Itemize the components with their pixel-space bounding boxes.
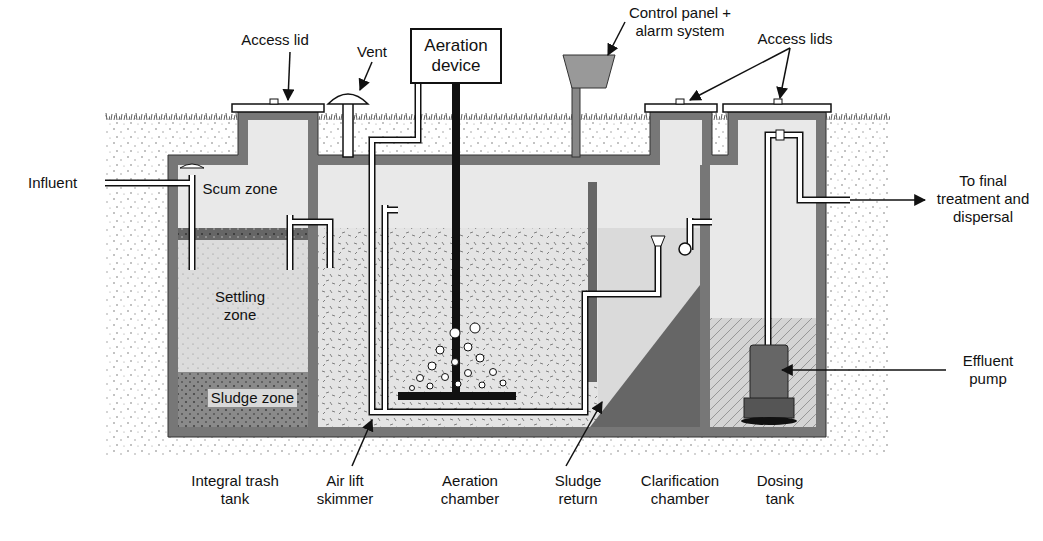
chamber-label: Aeration chamber bbox=[425, 472, 515, 508]
vent-label: Vent bbox=[347, 43, 397, 61]
zone-label: Settling zone bbox=[200, 288, 280, 324]
lids-label: Access lids bbox=[745, 30, 845, 48]
influent-label: Influent bbox=[28, 174, 108, 192]
lid-label: Access lid bbox=[225, 31, 325, 49]
chamber-label: Clarification chamber bbox=[625, 472, 735, 508]
panel-label: Control panel + alarm system bbox=[615, 4, 745, 40]
skimmer-label: Air lift skimmer bbox=[305, 472, 385, 508]
device-label: Aeration device bbox=[418, 36, 494, 76]
outlet-label: To final treatment and dispersal bbox=[928, 172, 1038, 226]
pump-label: Effluent pump bbox=[948, 352, 1028, 388]
device-box: Aeration device bbox=[410, 28, 502, 84]
zone-label: Scum zone bbox=[200, 180, 280, 198]
return-label: Sludge return bbox=[543, 472, 613, 508]
chamber-label: Integral trash tank bbox=[190, 472, 280, 508]
chamber-label: Dosing tank bbox=[745, 472, 815, 508]
zone-label: Sludge zone bbox=[208, 389, 297, 407]
